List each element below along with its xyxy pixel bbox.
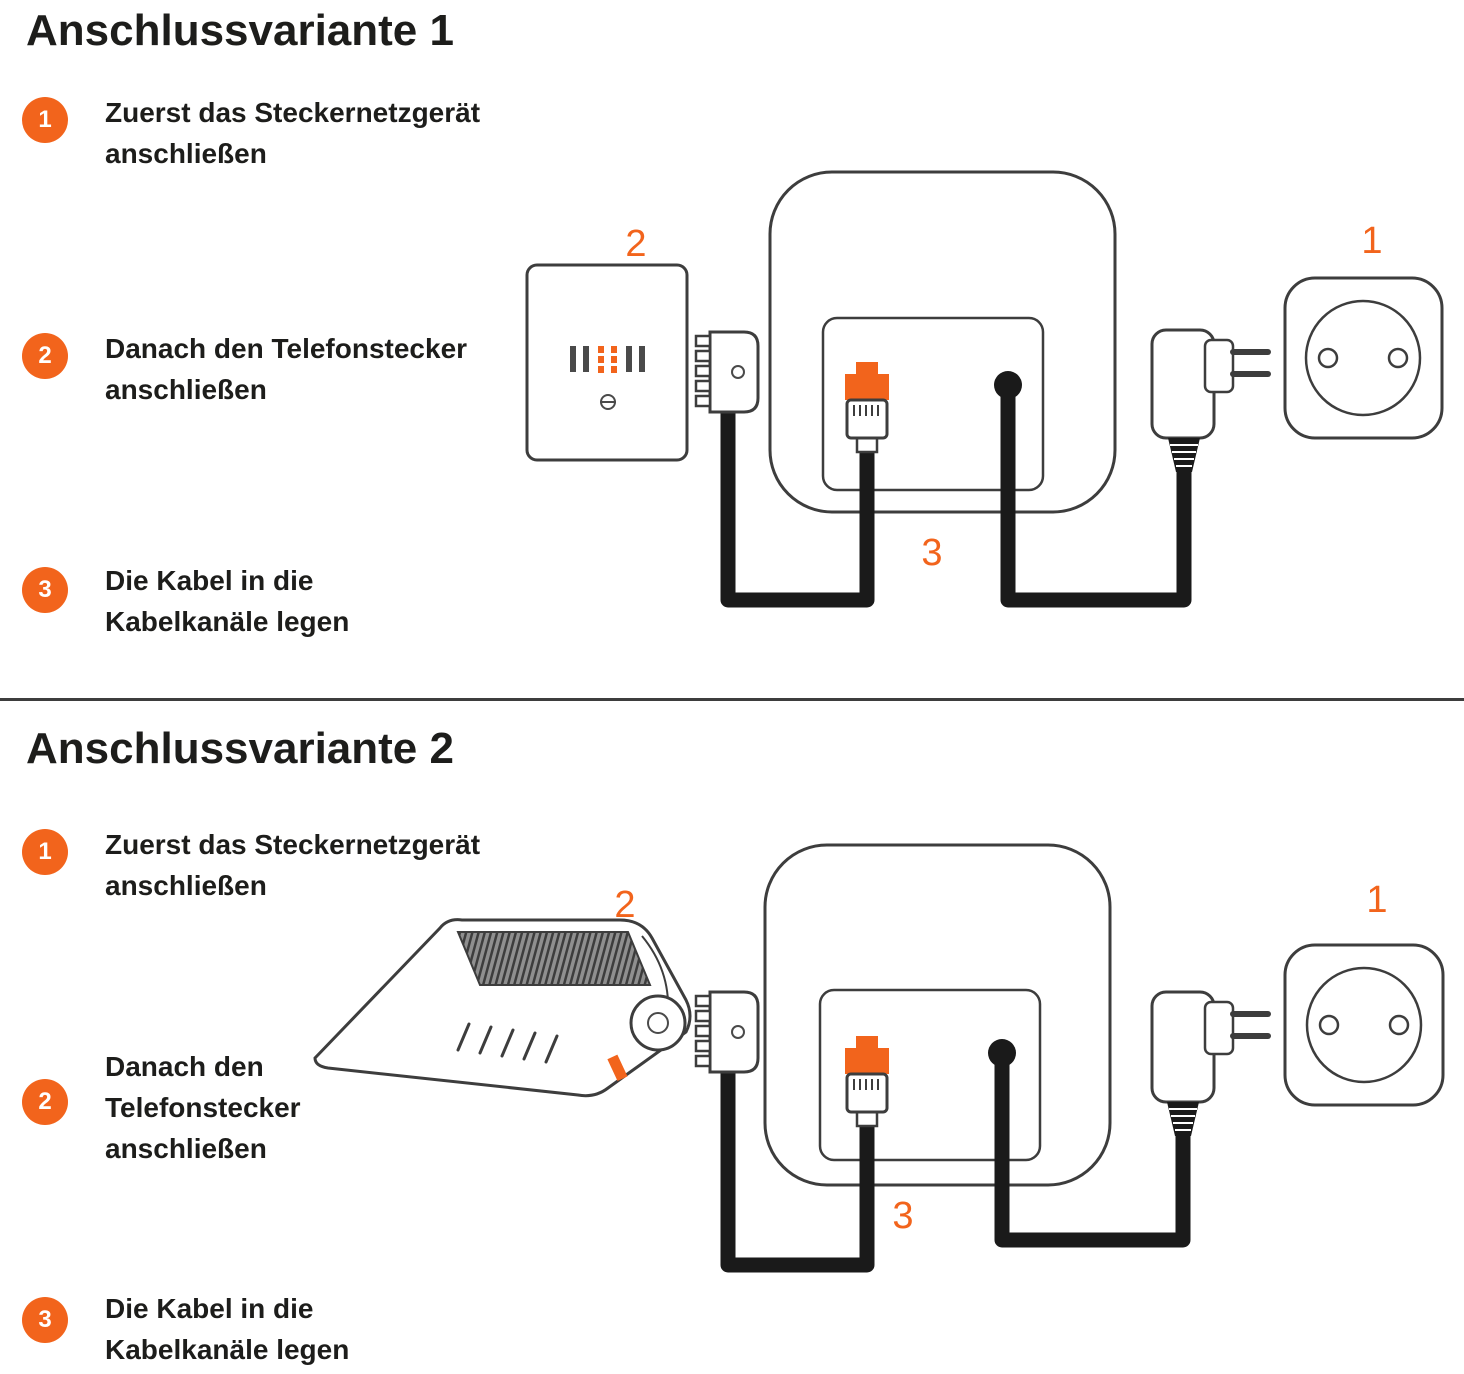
step-1-badge: 1 [22, 829, 68, 875]
step-2-text: Danach den Telefonstecker anschließen [105, 1051, 301, 1164]
label-power-outlet: 1 [1366, 879, 1387, 921]
strain-relief [1168, 438, 1200, 472]
tae-plug [694, 990, 760, 1074]
power-outlet [1283, 276, 1444, 440]
phone-port-icon [845, 1036, 889, 1074]
step-3-badge: 3 [22, 567, 68, 613]
label-router: 2 [614, 884, 635, 926]
phone-cable [720, 1060, 875, 1273]
phone-port-icon [845, 362, 889, 400]
base-station-back [768, 170, 1117, 514]
tae-wall-socket [525, 263, 689, 462]
section-divider [0, 698, 1464, 701]
power-outlet [1283, 943, 1445, 1107]
router-orange-detail [607, 1054, 628, 1081]
step-3-text: Die Kabel in die Kabelkanäle legen [105, 565, 350, 637]
step-1-text: Zuerst das Steckernetzgerät anschließen [105, 829, 481, 901]
router-vent-grille [456, 931, 652, 986]
step-1-badge: 1 [22, 97, 68, 143]
power-cable [994, 1052, 1191, 1248]
section-1-title: Anschlussvariante 1 [26, 6, 454, 55]
router-led-slots [456, 1022, 559, 1064]
step-2-badge: 2 [22, 333, 68, 379]
phone-plug-connector [845, 1072, 889, 1128]
tae-slot-middle [598, 346, 617, 373]
cable-hole [988, 1039, 1016, 1067]
phone-cable [720, 400, 875, 608]
power-adapter [1150, 328, 1271, 472]
tae-slot-left [570, 346, 589, 372]
screw-icon [600, 394, 616, 410]
tae-plug [694, 330, 760, 414]
step-3-badge: 3 [22, 1297, 68, 1343]
step-2-text: Danach den Telefonstecker anschließen [105, 333, 468, 405]
cable-hole [994, 371, 1022, 399]
label-cable-channels: 3 [921, 532, 942, 574]
strain-relief [1167, 1102, 1199, 1136]
power-adapter [1150, 990, 1271, 1136]
phone-plug-connector [845, 398, 889, 454]
section-2-title: Anschlussvariante 2 [26, 724, 454, 773]
tae-slot-right [626, 346, 645, 372]
label-cable-channels: 3 [892, 1195, 913, 1237]
step-1-text: Zuerst das Steckernetzgerät anschließen [105, 97, 481, 169]
base-station-back [763, 843, 1112, 1187]
diagram-variant-1: 2 1 3 [525, 170, 1444, 608]
step-2-badge: 2 [22, 1079, 68, 1125]
label-power-outlet: 1 [1361, 220, 1382, 262]
diagram-variant-2: 2 1 3 [313, 843, 1445, 1273]
label-wall-socket: 2 [625, 223, 646, 265]
router [313, 918, 692, 1098]
power-cable [1000, 382, 1192, 608]
step-3-text: Die Kabel in die Kabelkanäle legen [105, 1293, 350, 1365]
